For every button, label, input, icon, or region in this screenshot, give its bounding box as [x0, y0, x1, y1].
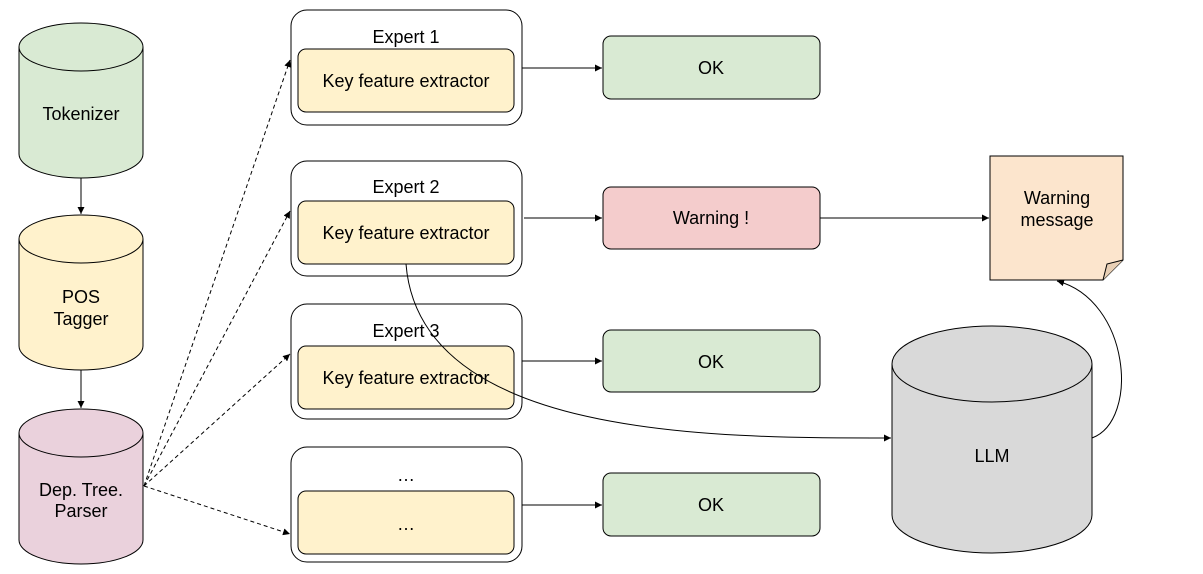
expert-n-box: … …: [290, 446, 523, 563]
pos-tagger-label-line2: Tagger: [53, 309, 108, 329]
expert-n-extractor: [297, 490, 515, 555]
dashed-arrow-to-expert-n: [143, 485, 291, 536]
llm-label: LLM: [974, 446, 1009, 466]
dep-parser-label-line2: Parser: [54, 501, 107, 521]
expert-3-result: OK: [602, 329, 821, 393]
dep-parser-label-line1: Dep. Tree.: [39, 480, 123, 500]
expert-2-title: Expert 2: [372, 177, 439, 197]
expert-3-box: Expert 3 Key feature extractor: [290, 303, 523, 420]
pos-tagger-cylinder: POS Tagger: [18, 214, 144, 371]
expert-2-result-label: Warning !: [673, 208, 749, 228]
expert-1-result-label: OK: [698, 58, 724, 78]
expert-2-extractor-label: Key feature extractor: [322, 223, 489, 243]
expert-3-result-label: OK: [698, 352, 724, 372]
warning-message-line1: Warning: [1024, 188, 1090, 208]
pos-tagger-label-line1: POS: [62, 287, 100, 307]
expert-2-box: Expert 2 Key feature extractor: [290, 160, 523, 277]
dashed-arrow-to-expert-1: [143, 59, 292, 487]
llm-cylinder: LLM: [891, 325, 1093, 554]
curve-llm-to-warning-message: [1056, 279, 1122, 439]
dashed-arrow-to-expert-2: [143, 210, 291, 487]
warning-message-note: Warning message: [989, 155, 1124, 281]
expert-1-result: OK: [602, 35, 821, 100]
expert-1-box: Expert 1 Key feature extractor: [290, 9, 523, 126]
expert-2-result: Warning !: [602, 186, 821, 250]
expert-3-title: Expert 3: [372, 321, 439, 341]
warning-message-line2: message: [1020, 210, 1093, 230]
expert-n-result-label: OK: [698, 495, 724, 515]
expert-n-result: OK: [602, 472, 821, 537]
expert-3-extractor: [297, 345, 515, 410]
note-fold-corner: [1102, 259, 1124, 281]
tokenizer-cylinder: Tokenizer: [18, 22, 144, 179]
expert-3-extractor-label: Key feature extractor: [322, 368, 489, 388]
dep-parser-cylinder: Dep. Tree. Parser: [18, 408, 144, 565]
expert-n-extractor-label: …: [397, 514, 415, 534]
tokenizer-label: Tokenizer: [42, 104, 119, 124]
expert-n-title: …: [397, 465, 415, 485]
curve-expert-2-to-llm: [405, 263, 892, 442]
expert-1-extractor: [297, 48, 515, 113]
dashed-arrow-to-expert-3: [143, 353, 291, 487]
expert-1-extractor-label: Key feature extractor: [322, 71, 489, 91]
expert-1-title: Expert 1: [372, 27, 439, 47]
